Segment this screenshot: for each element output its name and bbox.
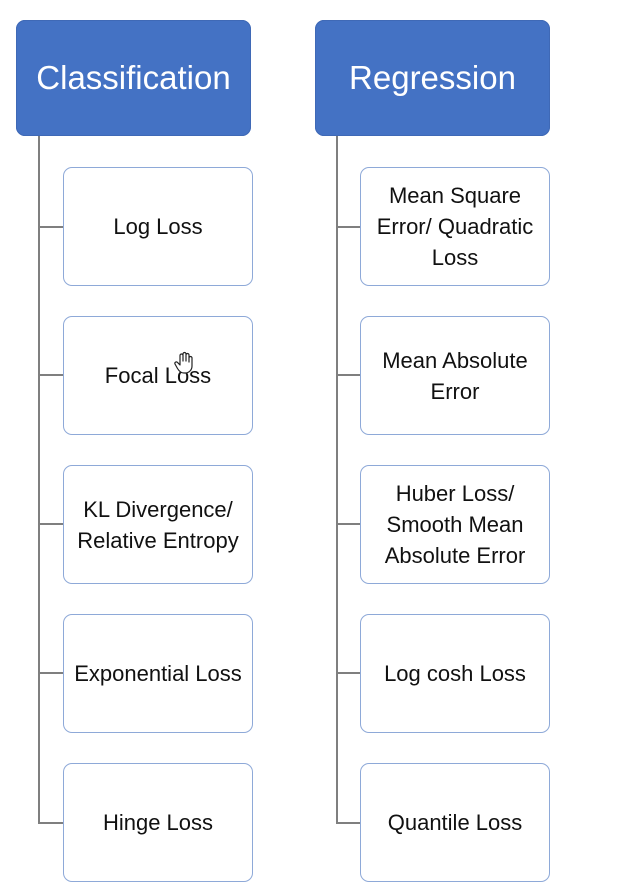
loss-box-quantile-loss: Quantile Loss: [360, 763, 550, 882]
regression-connector-branch: [336, 672, 360, 674]
loss-label: Log Loss: [113, 214, 203, 239]
regression-connector-trunk: [336, 136, 338, 824]
loss-box-huber-loss: Huber Loss/ Smooth Mean Absolute Error: [360, 465, 550, 584]
loss-label: Exponential Loss: [74, 661, 242, 686]
classification-header: Classification: [16, 20, 251, 136]
loss-box-mean-square-error: Mean Square Error/ Quadratic Loss: [360, 167, 550, 286]
classification-connector-branch: [38, 672, 63, 674]
loss-label: Mean Square Error/ Quadratic Loss: [376, 183, 534, 270]
classification-connector-branch: [38, 374, 63, 376]
loss-label: Huber Loss/ Smooth Mean Absolute Error: [384, 481, 526, 568]
loss-label: Quantile Loss: [387, 810, 523, 835]
regression-connector-branch: [336, 374, 360, 376]
regression-connector-branch: [336, 822, 360, 824]
regression-connector-branch: [336, 226, 360, 228]
loss-box-focal-loss: Focal Loss: [63, 316, 253, 435]
classification-connector-branch: [38, 822, 63, 824]
loss-label: Focal Loss: [104, 363, 212, 388]
loss-box-mean-absolute-error: Mean Absolute Error: [360, 316, 550, 435]
loss-label: KL Divergence/ Relative Entropy: [77, 496, 239, 553]
loss-box-hinge-loss: Hinge Loss: [63, 763, 253, 882]
hand-pointer-icon: [174, 351, 193, 374]
loss-label: Hinge Loss: [102, 810, 214, 835]
loss-box-kl-divergence: KL Divergence/ Relative Entropy: [63, 465, 253, 584]
regression-header: Regression: [315, 20, 550, 136]
classification-connector-branch: [38, 523, 63, 525]
loss-box-exponential-loss: Exponential Loss: [63, 614, 253, 733]
classification-connector-branch: [38, 226, 63, 228]
loss-label: Log cosh Loss: [384, 661, 526, 686]
regression-connector-branch: [336, 523, 360, 525]
loss-label: Mean Absolute Error: [382, 347, 528, 404]
loss-box-log-cosh-loss: Log cosh Loss: [360, 614, 550, 733]
classification-connector-trunk: [38, 136, 40, 824]
loss-box-log-loss: Log Loss: [63, 167, 253, 286]
